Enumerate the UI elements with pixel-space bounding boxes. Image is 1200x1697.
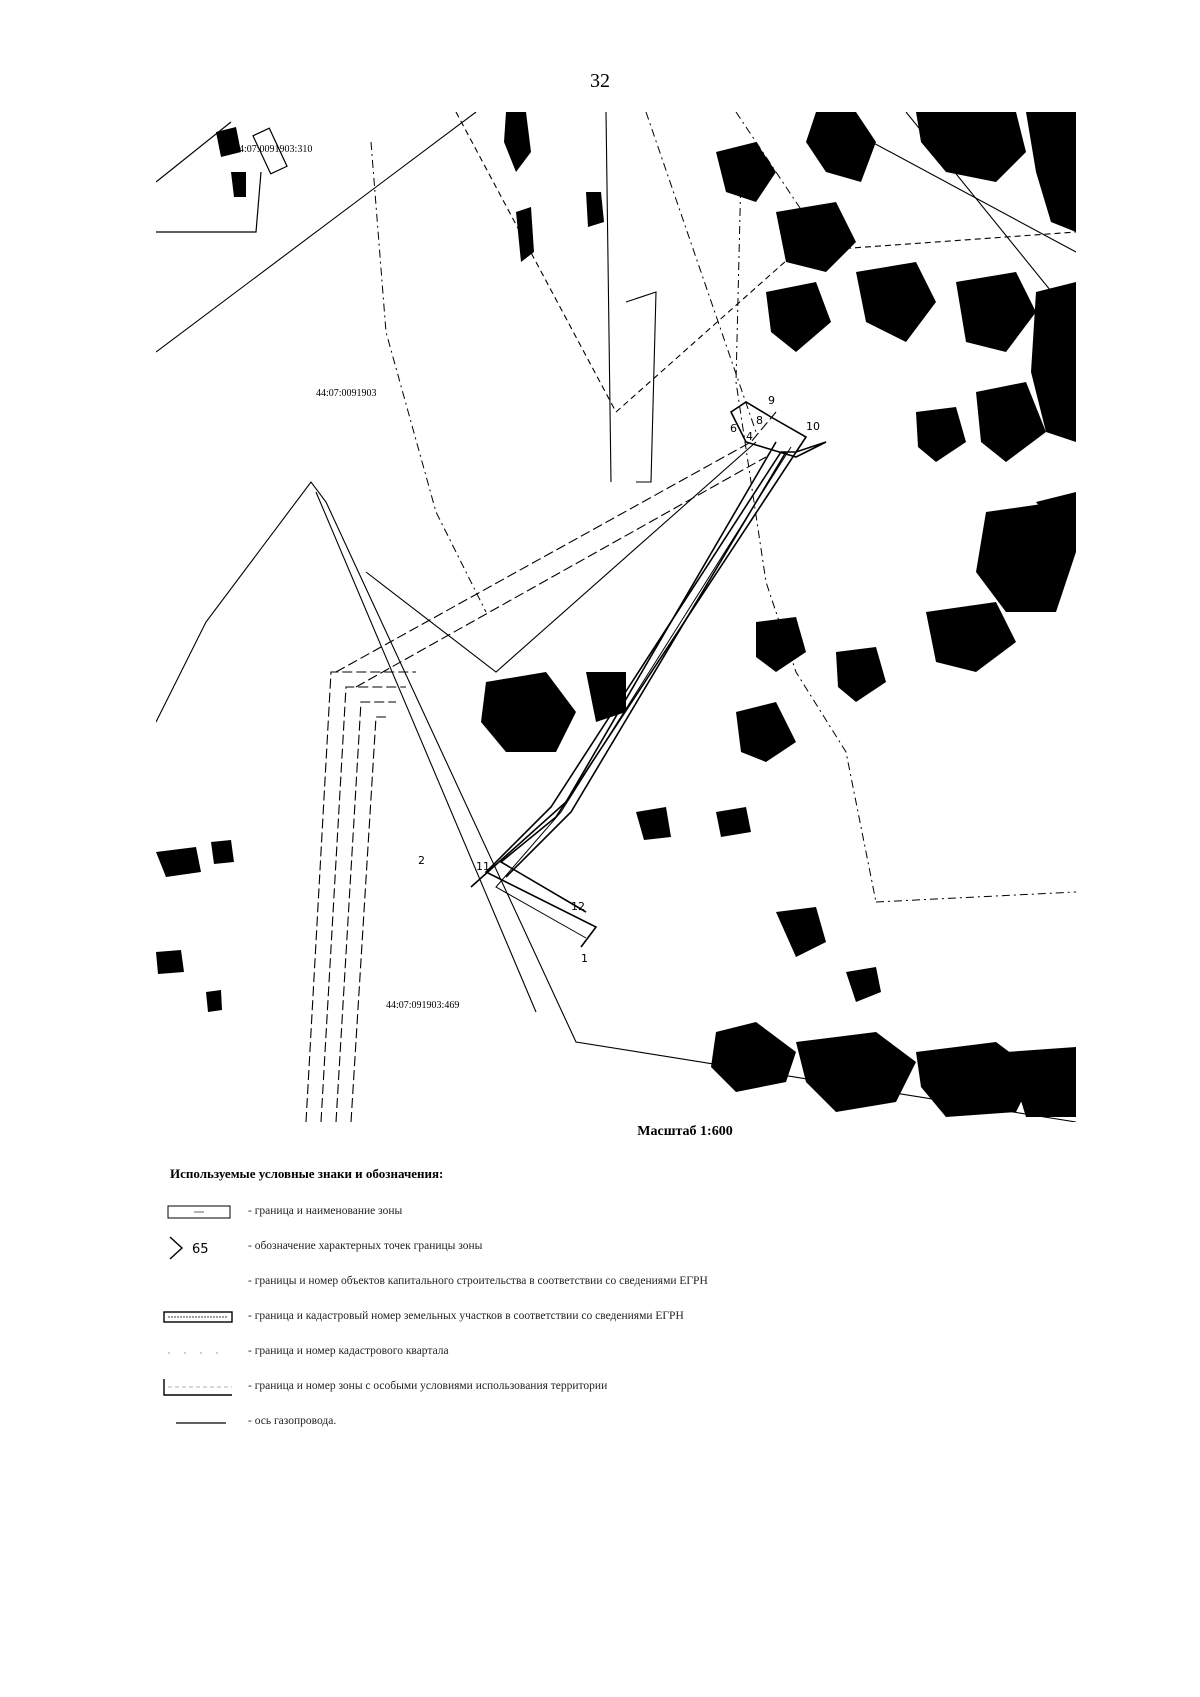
special-zone-symbol	[160, 1375, 236, 1401]
legend-item-zone: - граница и наименование зоны	[160, 1200, 1060, 1226]
point-label-2: 2	[418, 854, 425, 867]
parcel-boundary-symbol	[160, 1305, 236, 1331]
page-number: 32	[590, 70, 610, 92]
legend-text-parcels: - граница и кадастровый номер земельных …	[248, 1310, 684, 1322]
legend-item-pipeline: - ось газопровода.	[160, 1410, 1060, 1436]
special-zone-corridor	[305, 411, 777, 1122]
point-label-11: 11	[476, 860, 490, 873]
point-label-4: 4	[746, 430, 753, 443]
scale-label: Масштаб 1:600	[637, 1124, 733, 1139]
legend-text-pipeline: - ось газопровода.	[248, 1415, 337, 1427]
legend-text-zone: - граница и наименование зоны	[248, 1205, 403, 1217]
legend-item-parcels: - граница и кадастровый номер земельных …	[160, 1305, 1060, 1331]
point-label-1: 1	[581, 952, 588, 965]
point-label-9: 9	[768, 394, 775, 407]
boundary-points: 1 2 4 6 8 9 10 11 12	[418, 394, 820, 965]
quarter-label: 44:07:0091903	[316, 388, 377, 399]
legend-text-special-zone: - граница и номер зоны с особыми условия…	[248, 1380, 608, 1392]
gas-pipeline-axis	[495, 446, 792, 939]
aerial-photo-patches	[156, 112, 1076, 1117]
boundary-lines	[156, 112, 1076, 1122]
point-label-6: 6	[730, 422, 737, 435]
parcel-main-label: 44:07:091903:469	[386, 1000, 459, 1011]
legend-text-quarter: - граница и номер кадастрового квартала	[248, 1345, 449, 1357]
legend-item-buildings: - границы и номер объектов капитального …	[160, 1270, 1060, 1296]
point-label-8: 8	[756, 414, 763, 427]
quarter-boundary-symbol	[160, 1340, 236, 1366]
point-label-12: 12	[571, 900, 585, 913]
quarter-boundary	[370, 112, 1076, 903]
legend-title: Используемые условные знаки и обозначени…	[170, 1166, 444, 1181]
map-drawing: 44:07:0091903:310	[156, 112, 1076, 1122]
parcel-top-label: 44:07:0091903:310	[234, 144, 312, 155]
legend-item-points: 65 - обозначение характерных точек грани…	[160, 1235, 1060, 1261]
legend-item-quarter: - граница и номер кадастрового квартала	[160, 1340, 1060, 1366]
legend-text-buildings: - границы и номер объектов капитального …	[248, 1275, 708, 1287]
parcel-top-left: 44:07:0091903:310	[156, 121, 312, 233]
legend-point-number: 65	[192, 1242, 209, 1257]
building-boundary-symbol	[160, 1270, 236, 1296]
pipeline-axis-symbol	[160, 1410, 236, 1436]
legend-text-points: - обозначение характерных точек границы …	[248, 1240, 483, 1252]
point-label-10: 10	[806, 420, 820, 433]
zone-boundary-symbol	[160, 1200, 236, 1226]
cadastral-map: 44:07:0091903:310	[156, 112, 1076, 1122]
legend-item-special-zone: - граница и номер зоны с особыми условия…	[160, 1375, 1060, 1401]
gas-pipeline-zone	[470, 401, 827, 948]
point-marker-symbol: 65	[160, 1235, 236, 1261]
